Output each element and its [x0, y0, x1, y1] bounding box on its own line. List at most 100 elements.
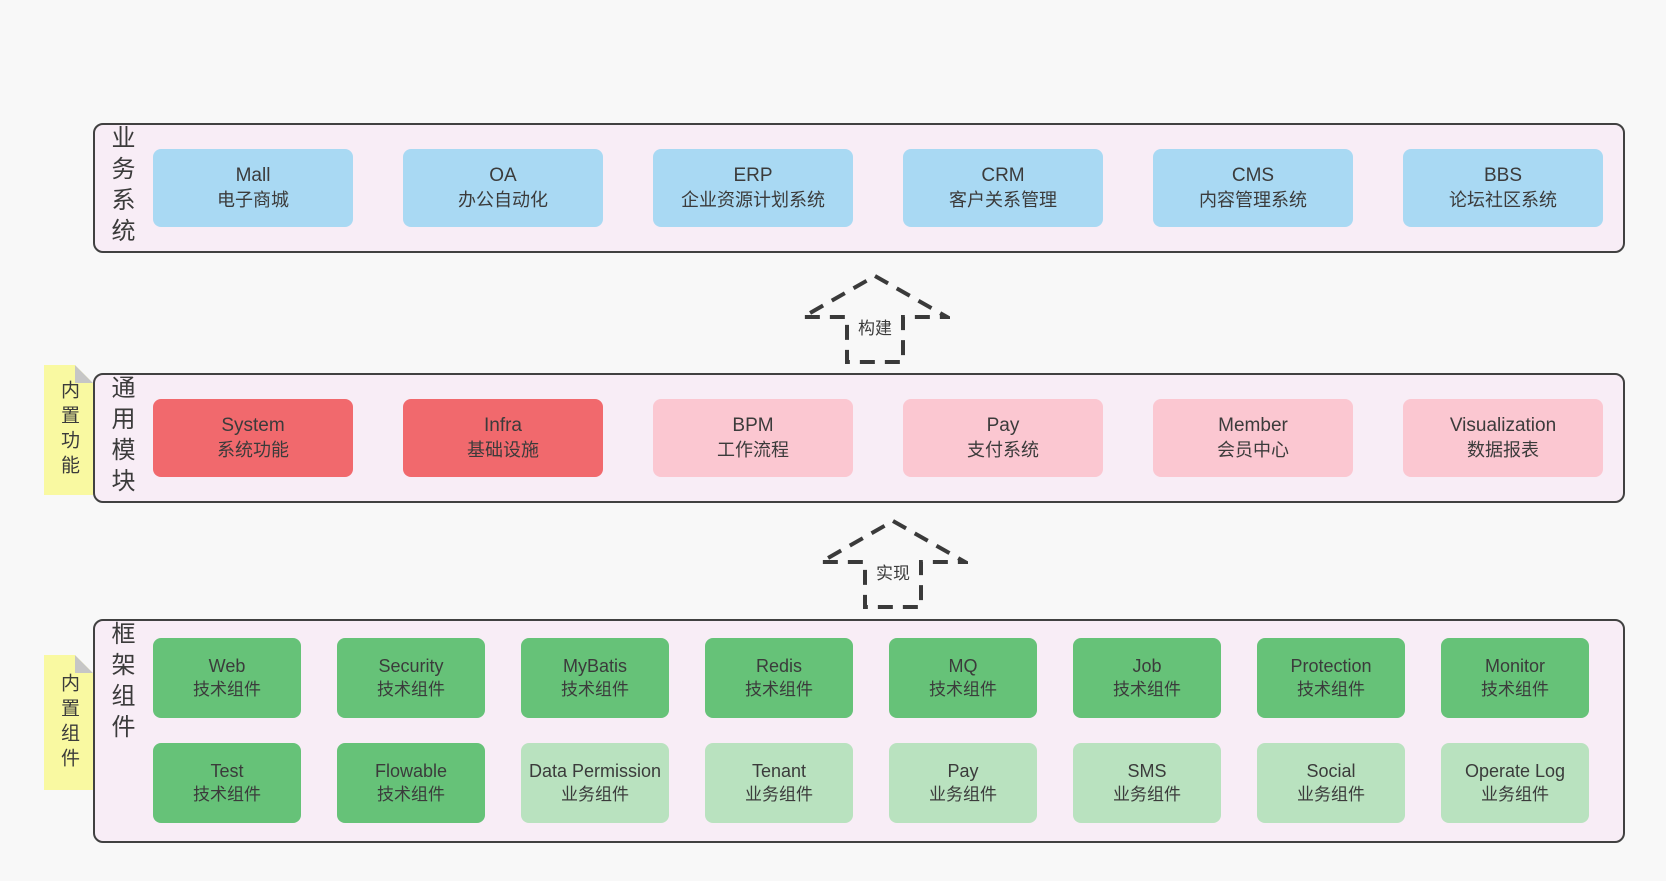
builtin-features-tag: 内置功能 [44, 365, 93, 495]
box-subtitle: 技术组件 [193, 679, 261, 699]
box-subtitle: 技术组件 [561, 679, 629, 699]
box-flowable: Flowable 技术组件 [337, 743, 485, 823]
box-subtitle: 技术组件 [1113, 679, 1181, 699]
box-title: Protection [1290, 655, 1372, 676]
box-subtitle: 技术组件 [745, 679, 813, 699]
box-sms: SMS 业务组件 [1073, 743, 1221, 823]
box-subtitle: 业务组件 [561, 784, 629, 804]
box-title: BPM [732, 414, 774, 436]
box-subtitle: 业务组件 [929, 784, 997, 804]
box-subtitle: 办公自动化 [458, 189, 548, 210]
box-subtitle: 技术组件 [377, 679, 445, 699]
box-title: Security [378, 655, 444, 676]
box-title: Flowable [374, 760, 448, 781]
biz-components-row: Test 技术组件 Flowable 技术组件 Data Permission … [153, 743, 1589, 823]
box-social: Social 业务组件 [1257, 743, 1405, 823]
box-pay: Pay 支付系统 [903, 399, 1103, 477]
common-modules-layer: 通用模块 System 系统功能 Infra 基础设施 BPM 工作流程 Pay… [93, 373, 1625, 503]
tag-label: 内置组件 [58, 672, 79, 773]
box-title: Infra [483, 414, 523, 436]
box-protection: Protection 技术组件 [1257, 638, 1405, 718]
box-subtitle: 论坛社区系统 [1449, 189, 1557, 210]
box-subtitle: 内容管理系统 [1199, 189, 1307, 210]
builtin-components-tag: 内置组件 [44, 655, 93, 790]
box-title: Pay [947, 760, 979, 781]
box-security: Security 技术组件 [337, 638, 485, 718]
box-web: Web 技术组件 [153, 638, 301, 718]
box-title: Test [210, 760, 244, 781]
box-title: Tenant [751, 760, 807, 781]
box-operate-log: Operate Log 业务组件 [1441, 743, 1589, 823]
box-oa: OA 办公自动化 [403, 149, 603, 227]
box-title: Job [1132, 655, 1162, 676]
box-title: Web [208, 655, 246, 676]
box-system: System 系统功能 [153, 399, 353, 477]
box-title: Data Permission [528, 760, 662, 781]
box-mq: MQ 技术组件 [889, 638, 1037, 718]
box-title: Mall [235, 164, 271, 186]
box-infra: Infra 基础设施 [403, 399, 603, 477]
up-arrow-icon [800, 273, 950, 364]
box-title: System [221, 414, 285, 436]
box-title: OA [489, 164, 517, 186]
box-title: MyBatis [562, 655, 627, 676]
box-mall: Mall 电子商城 [153, 149, 353, 227]
layer-label-components: 框架组件 [107, 621, 134, 745]
box-subtitle: 业务组件 [1297, 784, 1365, 804]
up-arrow-icon [818, 518, 968, 609]
box-subtitle: 会员中心 [1217, 439, 1289, 460]
build-arrow-label: 构建 [853, 313, 897, 340]
box-tenant: Tenant 业务组件 [705, 743, 853, 823]
box-subtitle: 基础设施 [467, 439, 539, 460]
folded-corner-icon [75, 365, 93, 383]
box-member: Member 会员中心 [1153, 399, 1353, 477]
build-arrow: 构建 [800, 271, 950, 366]
box-title: Social [1306, 760, 1356, 781]
box-test: Test 技术组件 [153, 743, 301, 823]
box-subtitle: 支付系统 [967, 439, 1039, 460]
box-redis: Redis 技术组件 [705, 638, 853, 718]
box-title: Monitor [1484, 655, 1546, 676]
box-title: Visualization [1449, 414, 1557, 436]
box-bpm: BPM 工作流程 [653, 399, 853, 477]
box-erp: ERP 企业资源计划系统 [653, 149, 853, 227]
box-subtitle: 电子商城 [217, 189, 289, 210]
box-mybatis: MyBatis 技术组件 [521, 638, 669, 718]
box-cms: CMS 内容管理系统 [1153, 149, 1353, 227]
folded-corner-icon [75, 655, 93, 673]
box-subtitle: 技术组件 [193, 784, 261, 804]
box-title: Redis [755, 655, 803, 676]
box-title: CMS [1231, 164, 1275, 186]
box-title: Pay [986, 414, 1020, 436]
box-subtitle: 技术组件 [1297, 679, 1365, 699]
box-title: BBS [1483, 164, 1523, 186]
layer-label-business: 业务系统 [107, 125, 134, 249]
box-subtitle: 业务组件 [745, 784, 813, 804]
common-modules-row: System 系统功能 Infra 基础设施 BPM 工作流程 Pay 支付系统… [153, 399, 1603, 477]
box-title: ERP [733, 164, 773, 186]
box-subtitle: 技术组件 [1481, 679, 1549, 699]
box-subtitle: 工作流程 [717, 439, 789, 460]
implement-arrow-label: 实现 [871, 558, 915, 585]
box-title: MQ [948, 655, 978, 676]
layer-label-modules: 通用模块 [107, 375, 134, 499]
box-subtitle: 企业资源计划系统 [681, 189, 825, 210]
box-title: Operate Log [1464, 760, 1566, 781]
box-subtitle: 客户关系管理 [949, 189, 1057, 210]
box-subtitle: 技术组件 [377, 784, 445, 804]
business-systems-layer: 业务系统 Mall 电子商城 OA 办公自动化 ERP 企业资源计划系统 CRM… [93, 123, 1625, 253]
box-title: Member [1218, 414, 1288, 436]
box-monitor: Monitor 技术组件 [1441, 638, 1589, 718]
box-subtitle: 技术组件 [929, 679, 997, 699]
box-title: CRM [981, 164, 1025, 186]
box-subtitle: 系统功能 [217, 439, 289, 460]
box-pay-component: Pay 业务组件 [889, 743, 1037, 823]
tag-label: 内置功能 [58, 380, 79, 480]
business-systems-row: Mall 电子商城 OA 办公自动化 ERP 企业资源计划系统 CRM 客户关系… [153, 149, 1603, 227]
box-crm: CRM 客户关系管理 [903, 149, 1103, 227]
box-subtitle: 业务组件 [1113, 784, 1181, 804]
framework-components-layer: 框架组件 Web 技术组件 Security 技术组件 MyBatis 技术组件… [93, 619, 1625, 843]
box-bbs: BBS 论坛社区系统 [1403, 149, 1603, 227]
box-job: Job 技术组件 [1073, 638, 1221, 718]
